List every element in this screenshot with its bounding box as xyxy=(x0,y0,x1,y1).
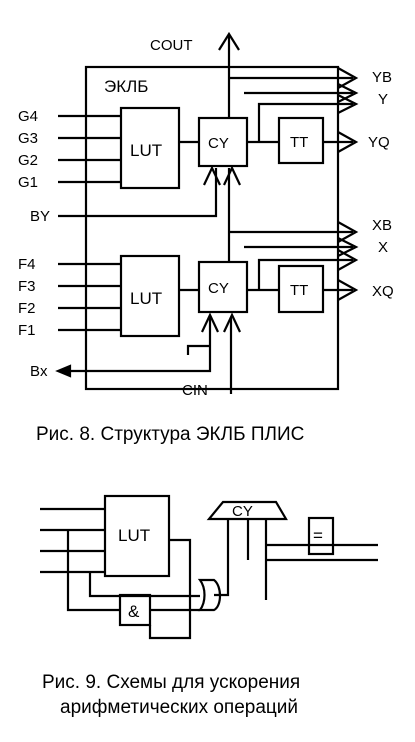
lut-bottom xyxy=(119,254,181,338)
lut-top xyxy=(119,106,181,190)
input-g4: G4 xyxy=(18,108,38,125)
lut-bottom-label: LUT xyxy=(130,289,162,308)
figure-9-caption-line1: Рис. 9. Схемы для ускорения xyxy=(42,672,300,693)
fig9-cy-label: CY xyxy=(232,503,253,520)
input-g1: G1 xyxy=(18,174,38,191)
input-f1: F1 xyxy=(18,322,36,339)
fig9-and-label: & xyxy=(128,602,140,621)
fig9-mux xyxy=(197,578,222,612)
output-yq: YQ xyxy=(368,134,390,151)
cy-bottom-label: CY xyxy=(208,280,229,297)
input-f3: F3 xyxy=(18,278,36,295)
ff-bottom-label: TT xyxy=(290,282,308,299)
figure-9: LUT CY = & Рис. 9. Схемы для ускорения а… xyxy=(40,494,378,718)
fig9-lut-label: LUT xyxy=(118,526,150,545)
cout-arrow xyxy=(218,31,240,51)
fig9-ff-label: = xyxy=(313,526,323,545)
clb-block xyxy=(84,65,340,391)
input-g2: G2 xyxy=(18,152,38,169)
input-f4: F4 xyxy=(18,256,36,273)
fig9-cy xyxy=(206,500,288,521)
input-g3: G3 xyxy=(18,130,38,147)
cin-label: CIN xyxy=(182,382,208,399)
ff-top-label: TT xyxy=(290,134,308,151)
yq-arrow xyxy=(337,131,359,153)
output-x: X xyxy=(378,239,388,256)
cy-bottom xyxy=(197,260,249,314)
cout-label: COUT xyxy=(150,37,193,54)
output-xb: XB xyxy=(372,217,392,234)
xq-arrow xyxy=(337,279,359,301)
figure-8: ЭКЛБ COUT LUT CY TT G4 G3 G2 G1 xyxy=(18,31,394,445)
fig9-lut xyxy=(103,494,171,578)
ff-top xyxy=(277,116,325,165)
cy-top-label: CY xyxy=(208,135,229,152)
input-bx: Bx xyxy=(30,363,48,380)
output-yb: YB xyxy=(372,69,392,86)
output-xq: XQ xyxy=(372,283,394,300)
clb-title: ЭКЛБ xyxy=(104,77,148,96)
lut-top-label: LUT xyxy=(130,141,162,160)
figure-8-caption: Рис. 8. Структура ЭКЛБ ПЛИС xyxy=(36,424,304,445)
input-by: BY xyxy=(30,208,50,225)
figure-9-caption-line2: арифметических операций xyxy=(60,697,298,718)
input-f2: F2 xyxy=(18,300,36,317)
output-y: Y xyxy=(378,91,388,108)
fig9-ff xyxy=(307,516,335,556)
